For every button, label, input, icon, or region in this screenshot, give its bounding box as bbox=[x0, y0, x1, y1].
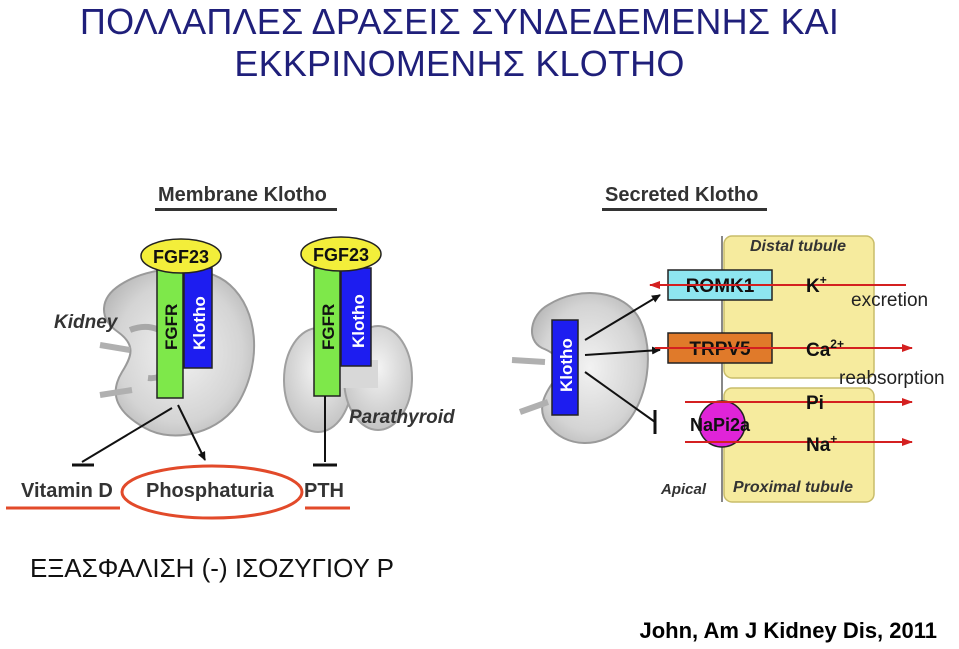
ion-ca: Ca2+ bbox=[806, 337, 844, 361]
fgf23-ellipse-right bbox=[300, 236, 382, 272]
phosphaturia-highlight-circle bbox=[120, 464, 304, 520]
secreted-klotho-label: Klotho bbox=[557, 338, 576, 392]
conclusion-text: ΕΞΑΣΦΑΛΙΣΗ (-) ΙΣΟΖΥΓΙΟΥ P bbox=[30, 553, 394, 583]
pth-label: PTH bbox=[304, 480, 344, 502]
inhibit-line-vitamin-d bbox=[81, 407, 173, 463]
membrane-klotho-heading: Membrane Klotho bbox=[158, 184, 327, 206]
fgfr-bar-right bbox=[313, 267, 341, 397]
klotho-label-right: Klotho bbox=[349, 294, 368, 348]
klotho-bar-right bbox=[340, 267, 372, 367]
title-line-2: ΕΚΚΡΙΝΟΜΕΝΗΣ KLOTHO bbox=[234, 43, 685, 84]
arrow-to-trpv5 bbox=[584, 346, 661, 356]
fgfr-label-left: FGFR bbox=[162, 304, 181, 350]
arrow-phosphaturia bbox=[177, 404, 206, 461]
secreted-klotho-heading: Secreted Klotho bbox=[605, 184, 759, 206]
fgf23-label-left: FGF23 bbox=[153, 247, 209, 267]
citation: John, Am J Kidney Dis, 2011 bbox=[639, 618, 937, 643]
inhibit-line-napi2a bbox=[584, 371, 656, 423]
reabsorption-label: reabsorption bbox=[839, 368, 945, 389]
fgf23-ellipse-left bbox=[140, 238, 222, 274]
apical-label: Apical bbox=[661, 481, 707, 498]
napi2a-label: NaPi2a bbox=[690, 415, 751, 435]
secreted-klotho-bar bbox=[551, 319, 579, 416]
kidney-label: Kidney bbox=[54, 312, 118, 333]
distal-tubule-label: Distal tubule bbox=[750, 238, 847, 255]
ion-k: K+ bbox=[806, 273, 827, 297]
fgfr-label-right: FGFR bbox=[319, 304, 338, 350]
arrow-to-romk1 bbox=[584, 294, 661, 341]
membrane-klotho-underline bbox=[155, 208, 337, 211]
romk1-label: ROMK1 bbox=[686, 276, 755, 297]
klotho-label-left: Klotho bbox=[190, 296, 209, 350]
proximal-tubule-label: Proximal tubule bbox=[733, 479, 854, 496]
parathyroid-label: Parathyroid bbox=[349, 407, 455, 428]
secreted-klotho-underline bbox=[602, 208, 767, 211]
ion-pi: Pi bbox=[806, 393, 824, 414]
ion-na: Na+ bbox=[806, 432, 837, 456]
excretion-label: excretion bbox=[851, 290, 929, 311]
phosphaturia-label: Phosphaturia bbox=[146, 480, 274, 502]
title-line-1: ΠΟΛΛΑΠΛΕΣ ΔΡΑΣΕΙΣ ΣΥΝΔΕΔΕΜΕΝΗΣ ΚΑΙ bbox=[79, 1, 840, 42]
fgf23-label-right: FGF23 bbox=[313, 245, 369, 265]
trpv5-label: TRPV5 bbox=[689, 339, 751, 360]
vitamin-d-label: Vitamin D bbox=[21, 480, 113, 502]
